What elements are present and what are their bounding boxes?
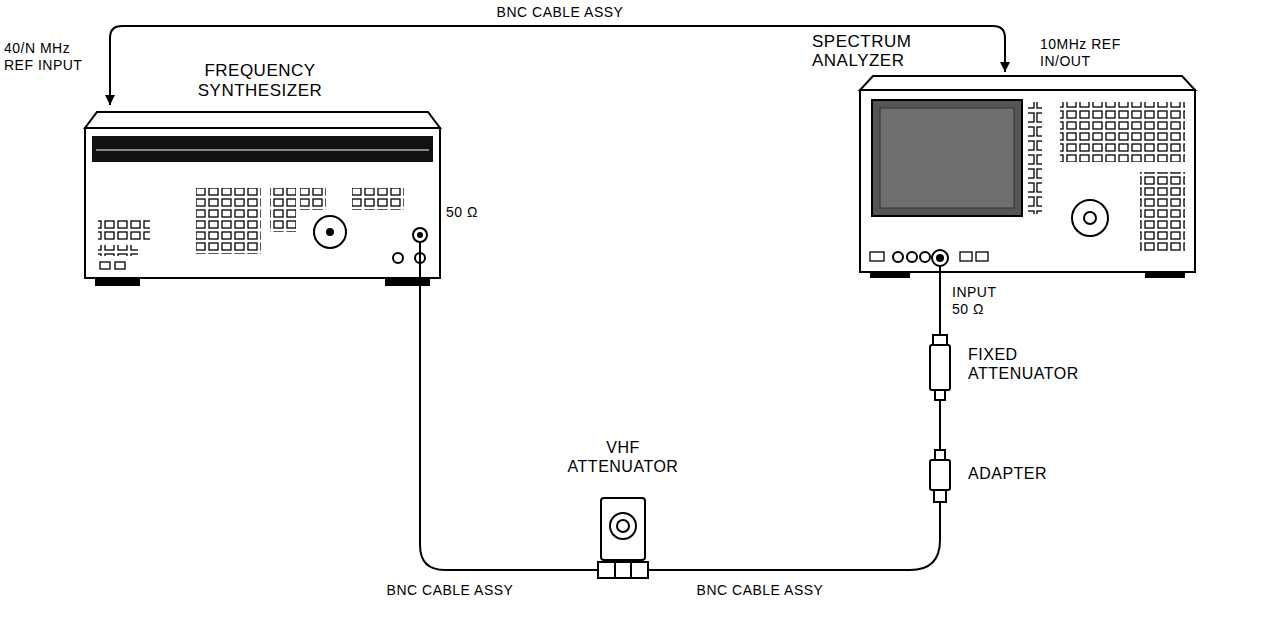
analyzer-drawing-part	[1072, 200, 1108, 236]
bnc-cable	[939, 280, 941, 335]
cable-label-box: BNC CABLE ASSY	[370, 582, 530, 599]
analyzer-drawing-part	[872, 100, 1022, 216]
fixed-attenuator-drawing-part	[930, 345, 950, 390]
analyzer-drawing	[860, 76, 1195, 280]
analyzer-drawing-part	[870, 252, 884, 261]
vhf-attenuator-drawing-part	[598, 562, 648, 578]
analyzer-drawing-part	[880, 108, 1014, 208]
synthesizer-drawing-part	[115, 262, 125, 269]
analyzer-drawing-part	[976, 252, 988, 261]
vhf-attenuator-drawing	[598, 498, 648, 578]
equipment-label: SPECTRUM ANALYZER	[812, 32, 922, 70]
synthesizer-drawing-part	[270, 188, 296, 232]
equipment-label: ADAPTER	[968, 464, 1068, 483]
analyzer-drawing-part	[860, 90, 1195, 272]
vhf-attenuator-drawing-part	[610, 513, 636, 539]
synthesizer-drawing-part	[326, 228, 334, 236]
port-label: 40/N MHz REF INPUT	[4, 40, 102, 74]
synthesizer-drawing-part	[98, 218, 150, 240]
bnc-cable	[939, 400, 941, 450]
synthesizer-drawing-part	[85, 128, 440, 278]
analyzer-drawing-part	[893, 252, 903, 262]
synthesizer-drawing-part	[417, 232, 423, 238]
synthesizer-drawing-part	[196, 188, 261, 254]
synthesizer-drawing-part	[96, 150, 429, 151]
vhf-attenuator-node: VHF ATTENUATOR	[598, 490, 648, 582]
synthesizer-drawing-part	[314, 216, 346, 248]
analyzer-drawing-part	[1145, 272, 1185, 278]
vhf-attenuator-drawing-part	[630, 562, 632, 578]
vhf-attenuator-drawing-part	[617, 520, 629, 532]
fixed-attenuator-drawing	[930, 335, 950, 400]
adapter-drawing	[930, 450, 950, 502]
bnc-cable	[110, 26, 1005, 105]
adapter-drawing-part	[930, 460, 950, 490]
analyzer-drawing-part	[932, 250, 948, 266]
equipment-label: VHF ATTENUATOR	[558, 438, 688, 476]
analyzer-drawing-part	[920, 252, 930, 262]
synthesizer-drawing-part	[95, 278, 140, 286]
synthesizer-drawing-part	[352, 188, 404, 210]
analyzer-drawing-part	[860, 76, 1195, 90]
equipment-label: FIXED ATTENUATOR	[968, 345, 1088, 383]
analyzer-drawing-part	[1028, 102, 1042, 214]
cable-label: BNC CABLE ASSY	[384, 582, 517, 598]
analyzer-drawing-part	[960, 252, 972, 261]
port-label: 10MHz REF IN/OUT	[1040, 36, 1135, 70]
synthesizer-drawing-part	[92, 136, 433, 162]
synthesizer-drawing-part	[300, 188, 326, 210]
adapter-drawing-part	[935, 450, 945, 460]
vhf-attenuator-drawing-part	[601, 498, 645, 560]
cable-label: BNC CABLE ASSY	[694, 582, 827, 598]
analyzer-drawing-part	[936, 254, 944, 262]
impedance-label: 50 Ω	[446, 204, 496, 221]
synthesizer-drawing-part	[413, 228, 427, 242]
synthesizer-drawing	[85, 112, 440, 290]
fixed-attenuator-node: FIXED ATTENUATOR	[928, 335, 952, 400]
port-label: INPUT 50 Ω	[952, 284, 1002, 318]
synthesizer-drawing-part	[100, 262, 110, 269]
analyzer-drawing-part	[1060, 102, 1185, 162]
spectrum-analyzer-node: SPECTRUM ANALYZER	[860, 72, 1195, 280]
analyzer-drawing-part	[1140, 172, 1185, 252]
cable-label-box: BNC CABLE ASSY	[680, 582, 840, 599]
analyzer-drawing-part	[907, 252, 917, 262]
cable-label-box: BNC CABLE ASSY	[460, 4, 660, 21]
vhf-attenuator-drawing-part	[614, 562, 616, 578]
equipment-label: FREQUENCY SYNTHESIZER	[180, 61, 340, 101]
synthesizer-drawing-part	[393, 253, 403, 263]
analyzer-drawing-part	[1084, 212, 1096, 224]
synthesizer-node: FREQUENCY SYNTHESIZER	[85, 105, 440, 290]
cable-label: BNC CABLE ASSY	[494, 4, 627, 20]
analyzer-drawing-part	[939, 266, 941, 280]
synthesizer-drawing-part	[85, 112, 440, 128]
bnc-cable	[648, 502, 940, 570]
synthesizer-drawing-part	[419, 242, 421, 290]
adapter-node: ADAPTER	[928, 450, 952, 502]
adapter-drawing-part	[934, 490, 946, 502]
fixed-attenuator-drawing-part	[935, 390, 945, 400]
synthesizer-drawing-part	[385, 278, 430, 286]
analyzer-drawing-part	[870, 272, 910, 278]
bnc-cable	[420, 290, 598, 570]
fixed-attenuator-drawing-part	[933, 335, 947, 345]
synthesizer-drawing-part	[98, 245, 138, 256]
